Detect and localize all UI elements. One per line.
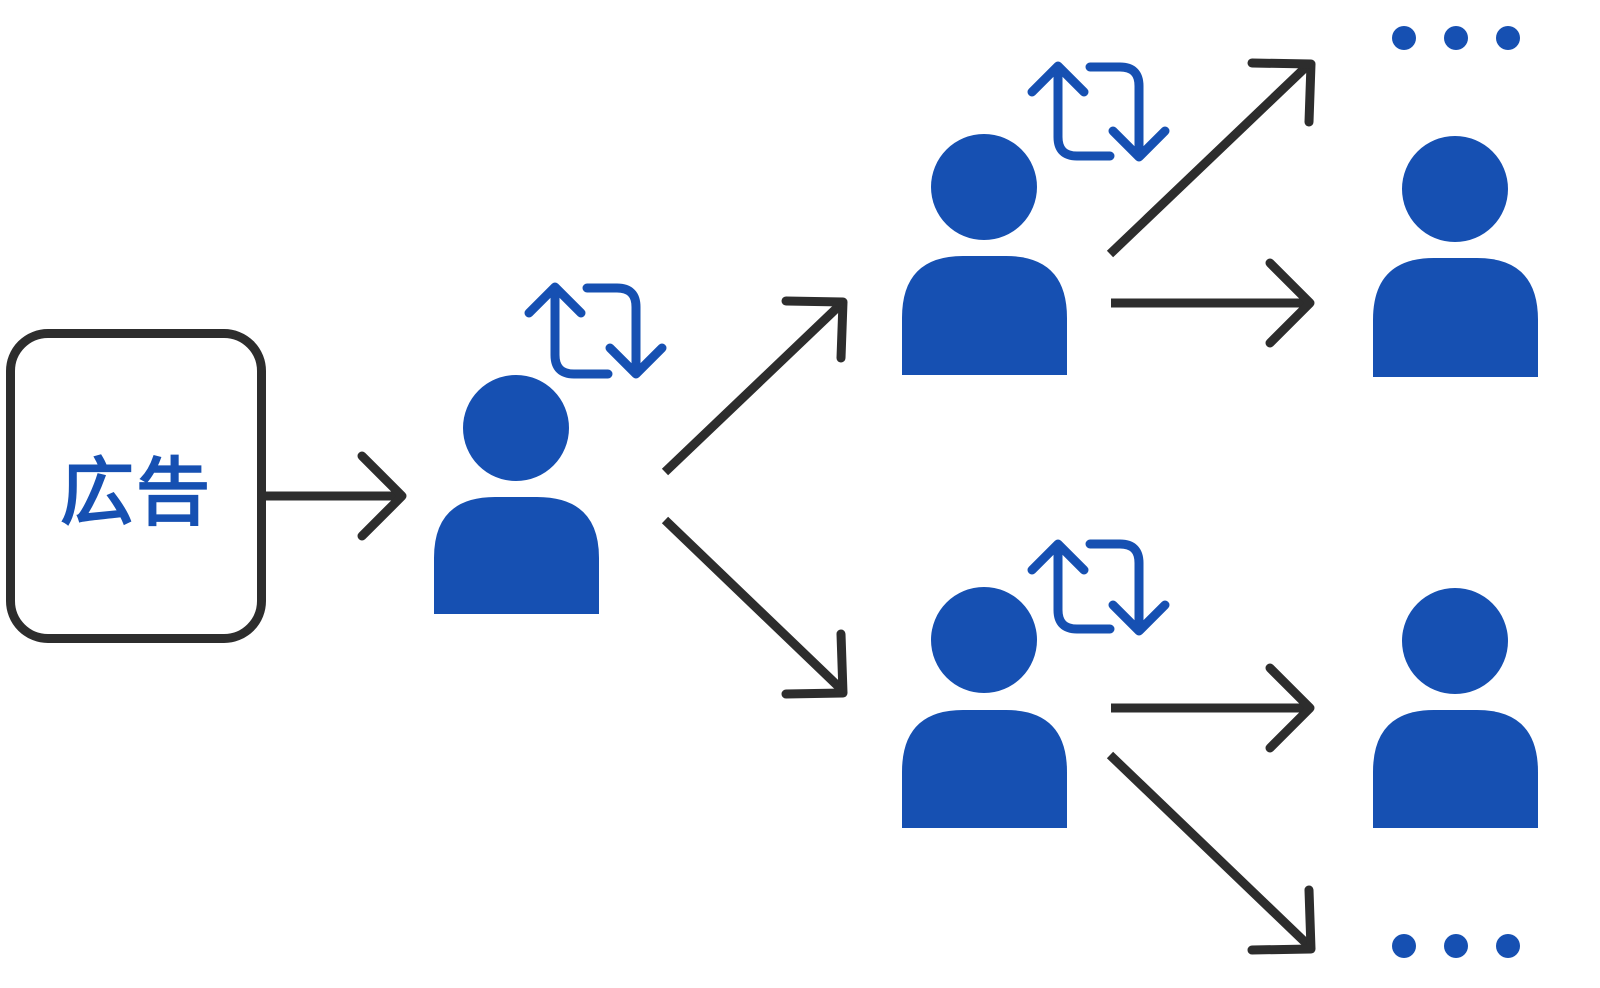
ad-box: 広告 xyxy=(6,329,266,643)
share-icon xyxy=(1027,61,1170,162)
arrow-person-3-to-more xyxy=(1106,751,1316,955)
arrow-person-2-to-person-4 xyxy=(1111,258,1315,348)
ellipsis-icon xyxy=(1392,934,1520,958)
share-icon xyxy=(1027,539,1170,636)
arrow-person-1-to-person-2 xyxy=(661,296,848,476)
arrow-person-1-to-person-3 xyxy=(661,516,848,699)
person-icon xyxy=(1373,136,1538,377)
person-icon xyxy=(902,134,1067,375)
person-icon xyxy=(434,375,599,614)
ad-label: 広告 xyxy=(60,449,212,536)
arrow-ad-to-person-1 xyxy=(266,451,407,541)
arrow-person-2-to-more xyxy=(1106,58,1316,258)
person-icon xyxy=(902,587,1067,828)
arrow-person-3-to-person-5 xyxy=(1111,663,1315,753)
ellipsis-icon xyxy=(1392,26,1520,50)
share-icon xyxy=(524,282,667,379)
person-icon xyxy=(1373,588,1538,828)
